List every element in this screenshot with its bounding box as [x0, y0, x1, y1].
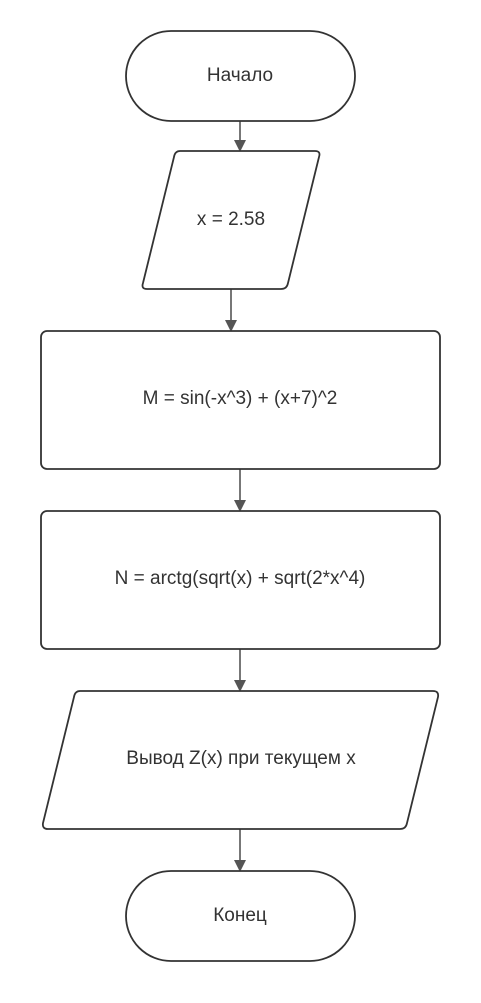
end-terminator — [125, 870, 356, 962]
output-parallelogram — [41, 690, 440, 830]
process-m-label: M = sin(-x^3) + (x+7)^2 — [142, 388, 338, 409]
process-n-label: N = arctg(sqrt(x) + sqrt(2*x^4) — [114, 568, 366, 589]
output-label: Вывод Z(x) при текущем x — [126, 748, 356, 769]
process-m-box — [40, 330, 441, 470]
start-terminator — [125, 30, 356, 122]
start-label: Начало — [206, 65, 274, 86]
input-label: x = 2.58 — [196, 209, 266, 230]
end-label: Конец — [213, 905, 267, 926]
process-n-box — [40, 510, 441, 650]
input-parallelogram — [141, 150, 321, 290]
